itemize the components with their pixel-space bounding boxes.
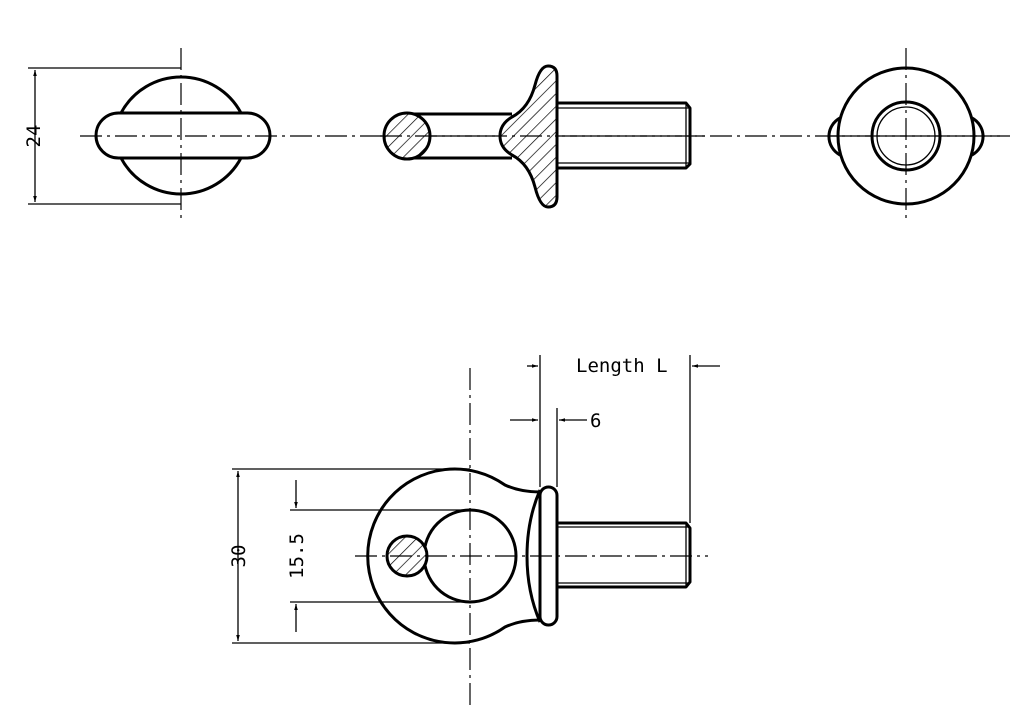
dimension-30: 30: [228, 468, 470, 644]
front-view: [94, 48, 272, 220]
dimension-label-6: 6: [590, 410, 601, 432]
dimension-15-5: 15.5: [286, 480, 470, 632]
dimension-label-length: Length L: [576, 355, 668, 377]
dimension-label-30: 30: [228, 545, 250, 568]
side-view: [355, 368, 708, 705]
dimension-6: 6: [510, 355, 601, 487]
section-view: [380, 64, 705, 209]
dimension-label-15-5: 15.5: [286, 533, 308, 579]
end-view: [827, 48, 1000, 222]
dimension-length: Length L: [527, 355, 720, 523]
dimension-24: 24: [23, 67, 181, 205]
dimension-label-24: 24: [23, 125, 45, 148]
